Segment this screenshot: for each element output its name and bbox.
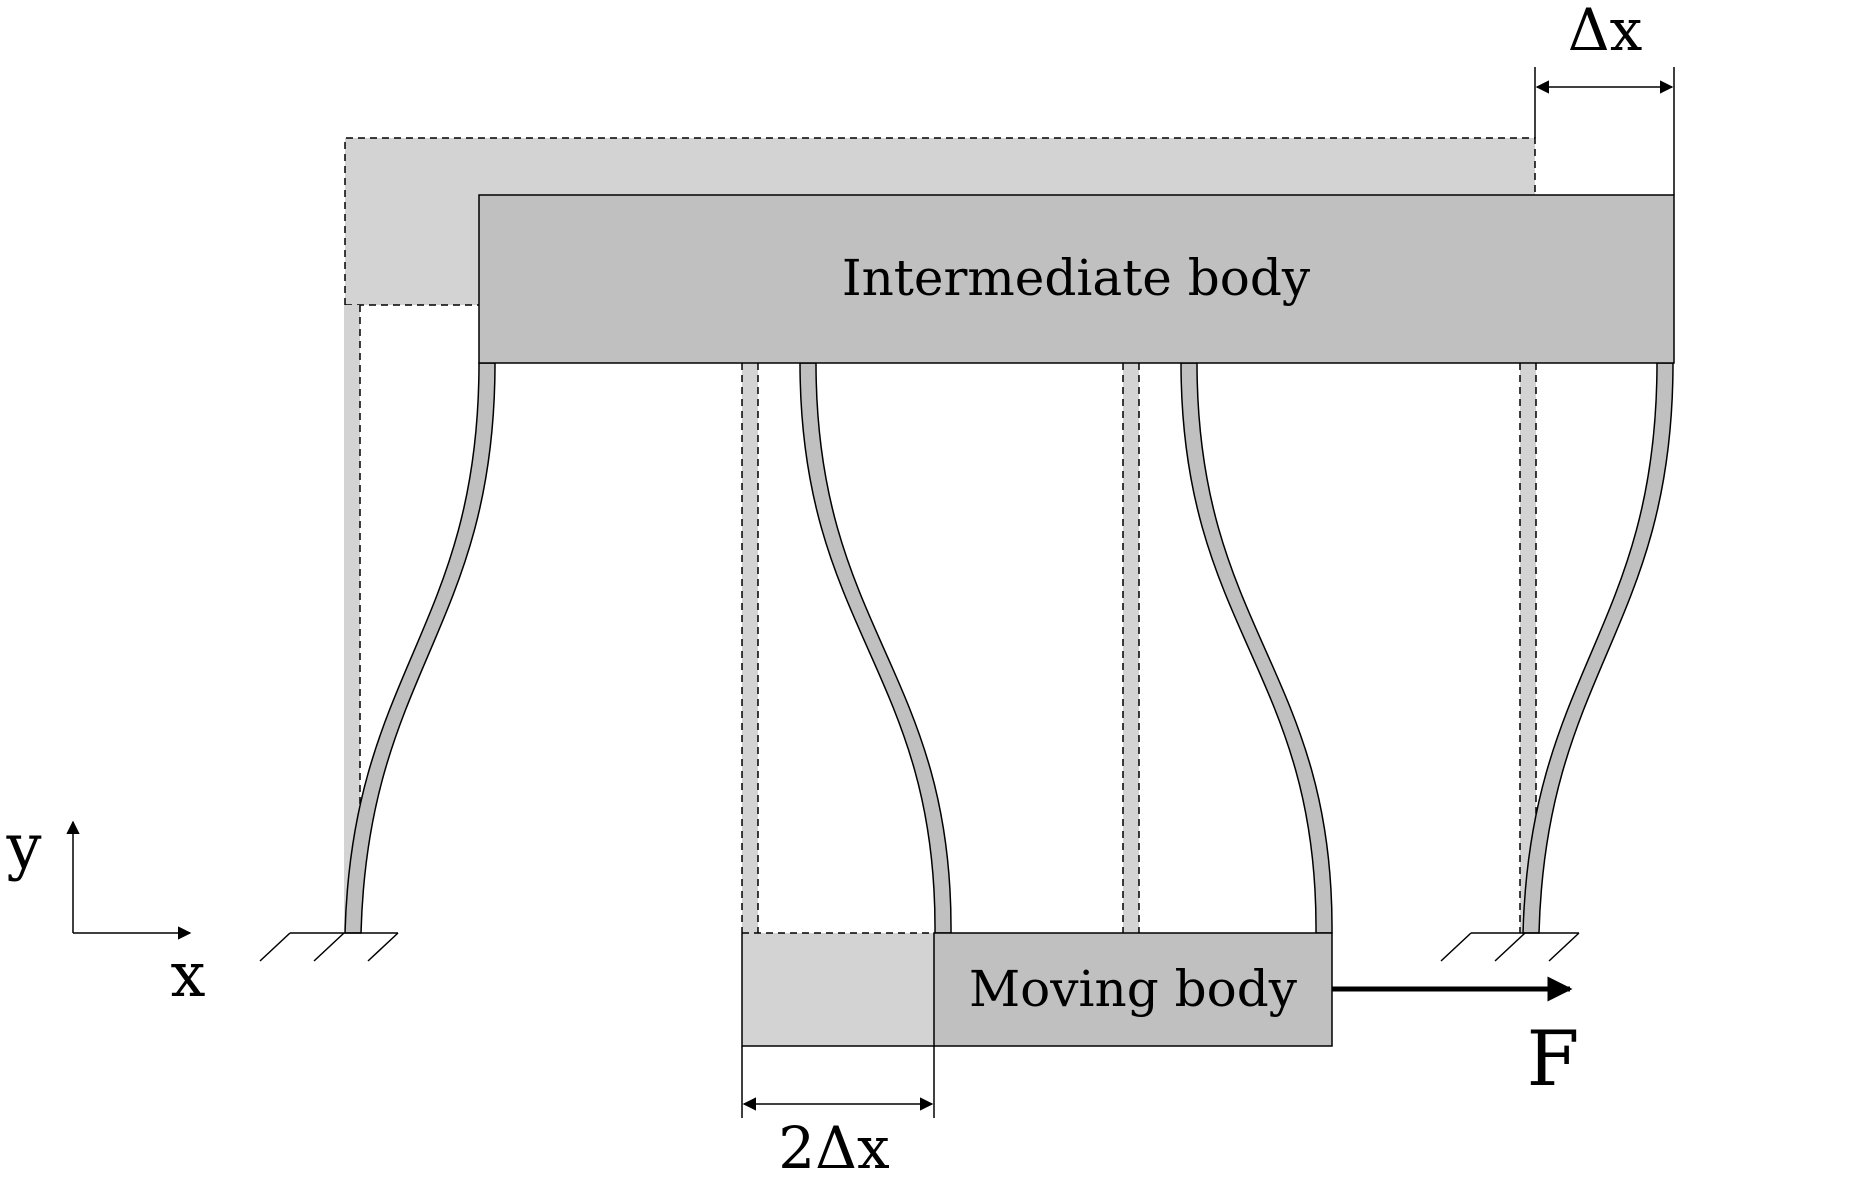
intermediate-body-label: Intermediate body <box>842 249 1311 307</box>
displacement-dimension-bottom: 2Δx <box>741 1046 935 1182</box>
ghost-moving-body <box>741 932 934 1047</box>
force-arrow: F <box>1332 976 1580 1103</box>
displacement-dimension-top: Δx <box>1534 0 1675 195</box>
flexure-leg-right <box>1522 362 1674 934</box>
axis-y-label: y <box>5 810 41 883</box>
force-label: F <box>1527 1014 1580 1103</box>
flexure-leg-left <box>344 362 496 934</box>
displacement-top-label: Δx <box>1568 0 1643 64</box>
coordinate-axes: y x <box>5 810 205 1011</box>
axis-x-label: x <box>171 938 206 1011</box>
flexure-leg-inner-left <box>799 362 952 934</box>
flexure-leg-inner-right <box>1180 362 1333 934</box>
moving-body: Moving body <box>933 932 1333 1047</box>
displacement-bottom-label: 2Δx <box>778 1114 890 1182</box>
moving-body-label: Moving body <box>969 960 1298 1018</box>
ground-support-left <box>259 932 399 962</box>
intermediate-body: Intermediate body <box>478 194 1675 364</box>
ground-support-right <box>1440 932 1580 962</box>
ghost-flexure-legs <box>344 305 1537 933</box>
flexure-legs <box>344 362 1674 934</box>
